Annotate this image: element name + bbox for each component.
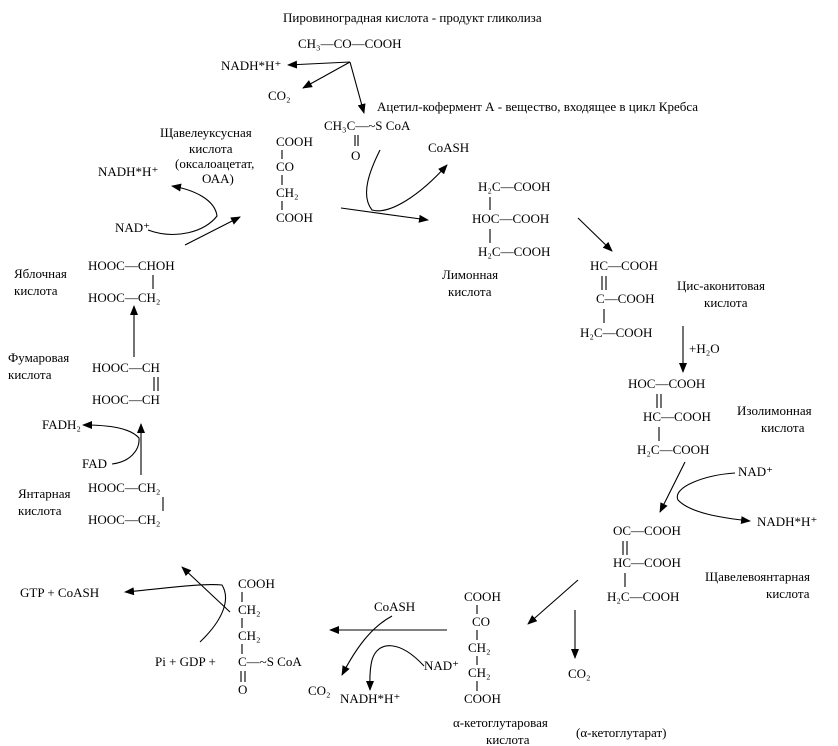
- nadh-oaa-label: NADH*H⁺: [98, 164, 158, 179]
- pyruvate-formula: CH₃—CO—COOH: [298, 36, 402, 51]
- arrow-malate-to-oaa: [184, 216, 241, 246]
- fadh2-label: FADH₂: [42, 417, 81, 432]
- oxsucc-formula-3: H₂C—COOH: [607, 589, 679, 604]
- coash-2-label: CoASH: [374, 599, 415, 614]
- fum-formula-1: HOOC—CH: [92, 360, 160, 375]
- akg-formula-4: CH₂: [468, 665, 491, 680]
- succoa-formula-5: O: [238, 682, 247, 697]
- nadh-iso-label: NADH*H⁺: [757, 514, 817, 529]
- akg-formula-5: COOH: [464, 691, 501, 706]
- oaa-name-line4: ОАА): [202, 171, 234, 186]
- coash-1-label: CoASH: [428, 140, 469, 155]
- pi-gdp-label: Pi + GDP +: [155, 654, 216, 669]
- arrow-pyruvate-to-acetyl: [349, 61, 366, 114]
- oaa-name-line3: (оксалоацетат,: [175, 156, 254, 171]
- succoa-formula-1: COOH: [238, 576, 275, 591]
- arrow-fad-to-fadh2: [82, 421, 140, 465]
- nad-akg-label: NAD⁺: [424, 658, 459, 673]
- citrate-formula-3: H₂C—COOH: [478, 244, 550, 259]
- oaa-formula-1: COOH: [276, 134, 313, 149]
- co2-top-label: CO₂: [268, 88, 291, 103]
- mal-name-line1: Яблочная: [14, 266, 67, 281]
- iso-formula-2: HC—COOH: [643, 409, 711, 424]
- fum-name-line2: кислота: [8, 367, 52, 382]
- acetyl-description: Ацетил-кофермент А - вещество, входящее …: [377, 99, 698, 114]
- nadh-top-label: NADH*H⁺: [221, 58, 281, 73]
- cis-bonds: [601, 276, 607, 323]
- gtp-coash-label: GTP + CoASH: [20, 585, 99, 600]
- akg-formula-2: CO: [472, 614, 490, 629]
- akg-name-line2: кислота: [486, 732, 530, 746]
- arrow-to-co2-top: [302, 61, 351, 89]
- succ-name-line1: Янтарная: [18, 486, 70, 501]
- co2-bottom-label: CO₂: [308, 683, 331, 698]
- oxsucc-bonds: [622, 541, 628, 587]
- fum-formula-2: HOOC—CH: [92, 392, 160, 407]
- citrate-formula-1: H₂C—COOH: [478, 179, 550, 194]
- fad-label: FAD: [82, 456, 107, 471]
- succ-formula-2: HOOC—CH₂: [88, 512, 160, 527]
- arrow-gdp-to-gtp: [124, 584, 226, 643]
- mal-formula-2: HOOC—CH₂: [88, 290, 160, 305]
- arrow-iso-to-oxsucc: [659, 461, 686, 513]
- arrow-nad-to-nadh: [147, 183, 218, 235]
- oaa-name-line2: кислота: [189, 141, 233, 156]
- h2o-label: +H₂O: [689, 341, 720, 356]
- arrow-to-co2-bottom: [341, 615, 393, 676]
- arrow-to-nadh-top: [287, 60, 351, 69]
- oaa-name-line1: Щавелеуксусная: [160, 125, 252, 140]
- akg-alt-name: (α-кетоглутарат): [576, 725, 666, 740]
- succoa-formula-4: C—~S CoA: [238, 654, 302, 669]
- iso-name-line1: Изолимонная: [737, 403, 812, 418]
- cis-formula-3: H₂C—COOH: [580, 325, 652, 340]
- arrow-nad-iso: [676, 472, 751, 525]
- iso-name-line2: кислота: [761, 420, 805, 435]
- oaa-formula-4: COOH: [276, 210, 313, 225]
- cis-formula-1: HC—COOH: [590, 258, 658, 273]
- akg-formula-1: COOH: [464, 589, 501, 604]
- akg-formula-3: CH₂: [468, 640, 491, 655]
- succ-name-line2: кислота: [18, 503, 62, 518]
- citrate-name-line1: Лимонная: [442, 267, 498, 282]
- acetyl-formula: CH₃C—~S CoA: [324, 118, 411, 133]
- acetyl-oxygen: O: [351, 148, 360, 163]
- succoa-formula-2: CH₂: [238, 602, 261, 617]
- cis-name-line1: Цис-аконитовая: [677, 278, 765, 293]
- arrow-succoa-to-succinate: [181, 566, 231, 613]
- iso-formula-3: H₂C—COOH: [637, 442, 709, 457]
- citrate-formula-2: HOC—COOH: [472, 211, 549, 226]
- akg-name-line1: α-кетоглутаровая: [453, 715, 548, 730]
- oxsucc-formula-1: OC—COOH: [613, 523, 681, 538]
- iso-formula-1: HOC—COOH: [628, 376, 705, 391]
- nad-iso-label: NAD⁺: [738, 464, 773, 479]
- succoa-formula-3: CH₂: [238, 628, 261, 643]
- oxsucc-name-line1: Щавелевоянтарная: [705, 569, 810, 584]
- pyruvate-title: Пировиноградная кислота - продукт гликол…: [283, 10, 542, 25]
- fum-double-bond: [153, 377, 159, 391]
- arrow-to-nadh-bottom: [365, 645, 425, 691]
- oaa-formula-2: CO: [276, 159, 294, 174]
- iso-bonds: [656, 394, 662, 441]
- fum-name-line1: Фумаровая: [8, 350, 69, 365]
- citrate-name-line2: кислота: [448, 284, 492, 299]
- nadh-bottom-label: NADH*H⁺: [340, 691, 400, 706]
- oaa-formula-3: CH₂: [276, 185, 299, 200]
- cis-name-line2: кислота: [704, 295, 748, 310]
- oxsucc-formula-2: HC—COOH: [613, 555, 681, 570]
- arrow-citrate-to-cis: [577, 217, 613, 252]
- arrow-to-citrate: [340, 207, 429, 223]
- mal-name-line2: кислота: [14, 283, 58, 298]
- arrow-oxsucc-to-akg: [527, 579, 579, 625]
- succ-formula-1: HOOC—CH₂: [88, 480, 160, 495]
- mal-formula-1: HOOC—CHOH: [88, 258, 175, 273]
- arrow-coash-release: [365, 149, 448, 212]
- nad-oaa-label: NAD⁺: [115, 220, 150, 235]
- oxsucc-name-line2: кислота: [766, 586, 810, 601]
- cis-formula-2: C—COOH: [596, 291, 655, 306]
- co2-right-label: CO₂: [568, 666, 591, 681]
